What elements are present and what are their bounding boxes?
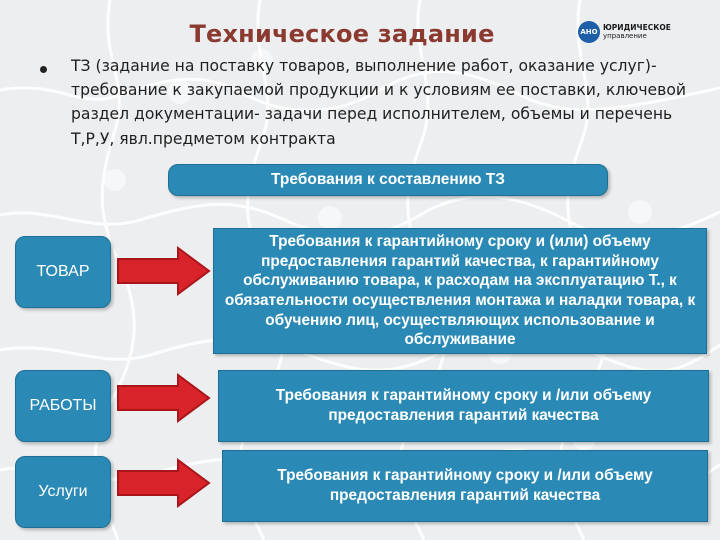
requirement-box-works: Требования к гарантийному сроку и /или о…: [218, 370, 709, 442]
logo-line-1: ЮРИДИЧЕСКОЕ: [603, 23, 671, 32]
category-box-works: РАБОТЫ: [15, 370, 111, 442]
category-box-goods: ТОВАР: [15, 236, 111, 308]
requirement-box-services: Требования к гарантийному сроку и /или о…: [222, 450, 708, 522]
category-box-services: Услуги: [15, 456, 111, 528]
right-arrow-icon: [117, 246, 211, 296]
right-arrow-icon: [117, 373, 211, 423]
requirements-header-box: Требования к составлению ТЗ: [168, 164, 608, 196]
logo-badge: АНО: [578, 21, 600, 43]
logo-line-2: управление: [603, 32, 647, 40]
logo-text: ЮРИДИЧЕСКОЕ управление: [603, 23, 671, 41]
intro-bullet-text: ТЗ (задание на поставку товаров, выполне…: [71, 57, 687, 148]
bullet-dot-icon: [40, 66, 47, 73]
right-arrow-icon: [117, 458, 211, 508]
page-title: Техническое задание: [189, 20, 495, 48]
requirement-box-goods: Требования к гарантийному сроку и (или) …: [213, 228, 707, 354]
logo: АНО ЮРИДИЧЕСКОЕ управление: [578, 20, 698, 44]
